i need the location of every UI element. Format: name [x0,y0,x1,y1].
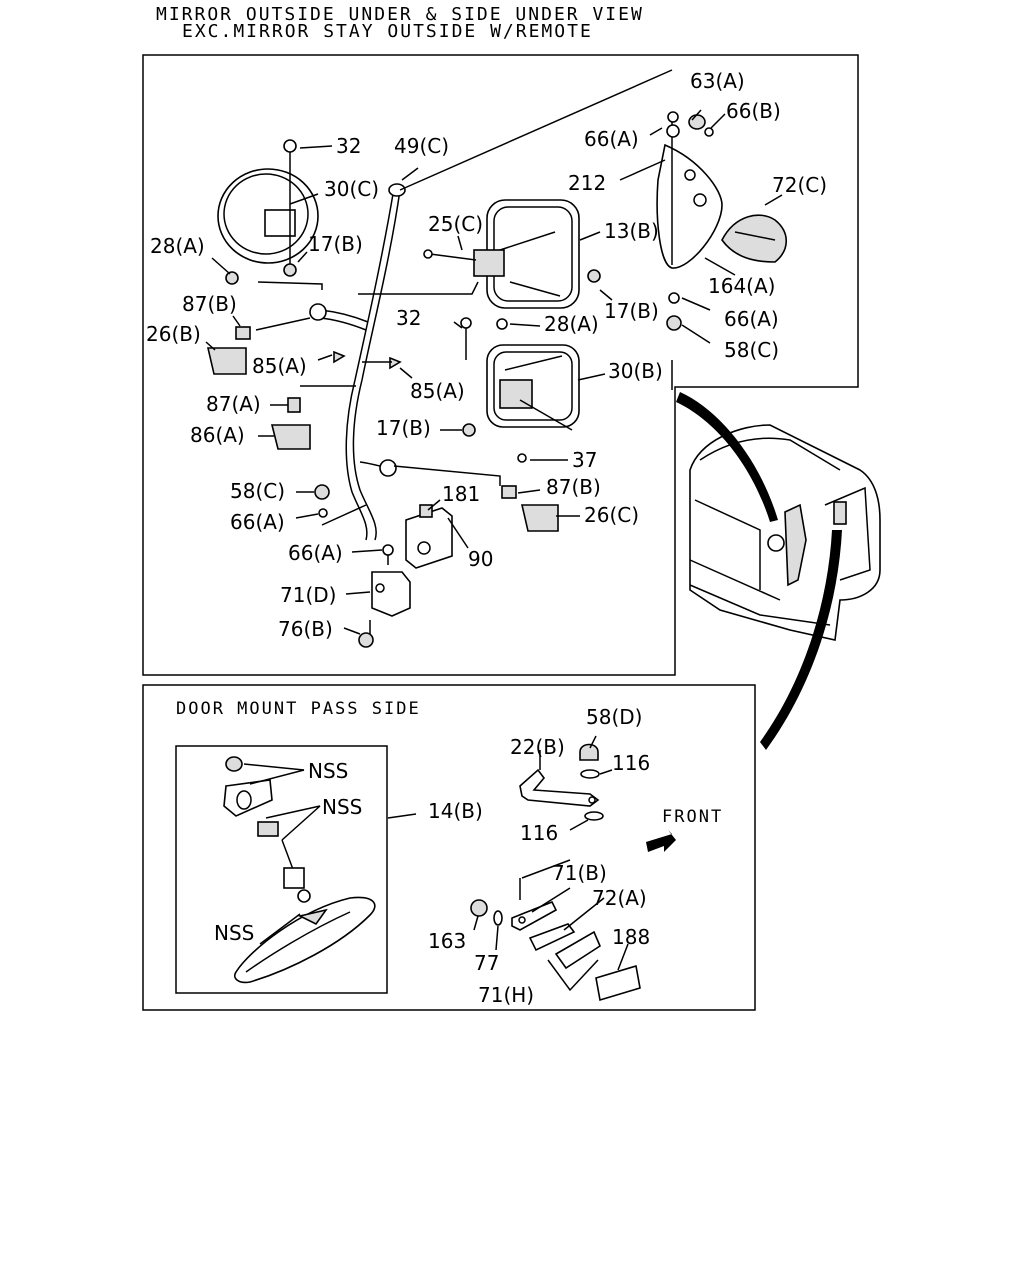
label-66a-top: 66(A) [584,127,639,151]
truck-cab-illustration [676,392,881,750]
label-66a-low: 66(A) [288,541,343,565]
label-85a-right: 85(A) [410,379,465,403]
label-66a-left: 66(A) [230,510,285,534]
lower-hardware-parts [470,735,676,1002]
label-nss-3: NSS [214,921,254,945]
label-58c-left: 58(C) [230,479,285,503]
label-72c: 72(C) [772,173,827,197]
label-14b: 14(B) [428,799,483,823]
label-nss-1: NSS [308,759,348,783]
upper-diagram-frame [142,54,859,676]
mirror-stay-49c [309,183,406,541]
label-87b-left: 87(B) [182,292,237,316]
label-17b-low: 17(B) [376,416,431,440]
label-87a: 87(A) [206,392,261,416]
label-116-top: 116 [612,751,650,775]
label-90: 90 [468,547,493,571]
label-front: FRONT [662,807,723,827]
label-28a-left: 28(A) [150,234,205,258]
label-86a: 86(A) [190,423,245,447]
label-30b: 30(B) [608,359,663,383]
label-164a: 164(A) [708,274,775,298]
diagram-title-line-1: MIRROR OUTSIDE UNDER & SIDE UNDER VIEW [156,4,644,25]
label-58c-right: 58(C) [724,338,779,362]
label-37: 37 [572,448,597,472]
inset-mirror-assembly [223,756,417,984]
label-30c: 30(C) [324,177,379,201]
label-87b-right: 87(B) [546,475,601,499]
cover-72c [721,214,788,263]
label-188: 188 [612,925,650,949]
label-71b: 71(B) [552,861,607,885]
section-title-door-mount: DOOR MOUNT PASS SIDE [176,699,421,719]
front-arrow [646,830,676,852]
label-26b: 26(B) [146,322,201,346]
label-49c: 49(C) [394,134,449,158]
label-13b: 13(B) [604,219,659,243]
flat-mirror-13b [423,199,580,309]
lower-diagram-frame [142,684,756,1011]
label-26c: 26(C) [584,503,639,527]
label-22b: 22(B) [510,735,565,759]
label-85a-left: 85(A) [252,354,307,378]
label-17b-left: 17(B) [308,232,363,256]
label-66b: 66(B) [726,99,781,123]
round-mirror-30c [217,139,319,268]
small-hardware-upper [206,111,714,648]
flat-mirror-30b [486,344,580,431]
diagram-title-line-2: EXC.MIRROR STAY OUTSIDE W/REMOTE [182,21,593,42]
label-17b-mid: 17(B) [604,299,659,323]
label-72a: 72(A) [592,886,647,910]
upper-leader-lines [205,69,783,635]
label-212: 212 [568,171,606,195]
label-71d: 71(D) [280,583,336,607]
label-32-top: 32 [336,134,361,158]
label-58d: 58(D) [586,705,642,729]
label-181: 181 [442,482,480,506]
upper-callout-labels: 63(A) 66(B) 66(A) 212 72(C) 164(A) 66(A)… [146,69,827,641]
label-76b: 76(B) [278,617,333,641]
label-77: 77 [474,951,499,975]
label-66a-right: 66(A) [724,307,779,331]
label-163: 163 [428,929,466,953]
label-nss-2: NSS [322,795,362,819]
bracket-164a [656,120,723,269]
label-28a-mid: 28(A) [544,312,599,336]
mirror-inset-frame [175,745,388,994]
label-63a: 63(A) [690,69,745,93]
label-32-mid: 32 [396,306,421,330]
label-71h: 71(H) [478,983,534,1007]
label-25c: 25(C) [428,212,483,236]
label-116-mid: 116 [520,821,558,845]
